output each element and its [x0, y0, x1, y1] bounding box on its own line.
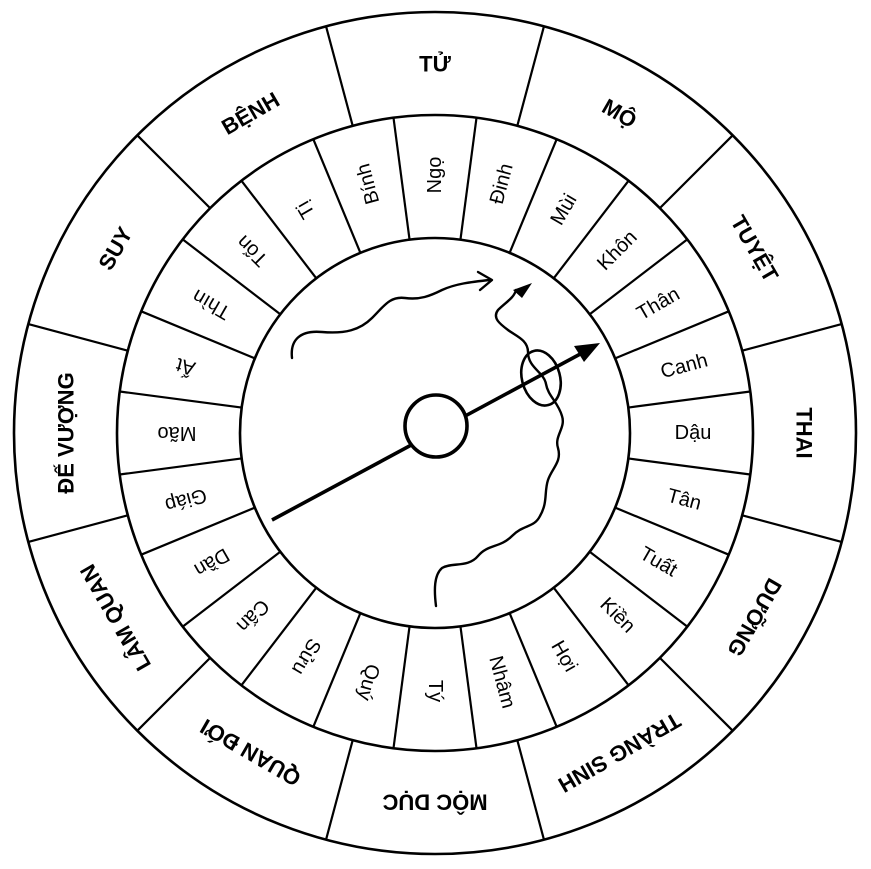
phase-divider [136, 134, 211, 209]
mountain-divider [459, 626, 478, 749]
mountain-divider [240, 180, 318, 279]
mountain-label: Sửu [287, 635, 325, 679]
mountain-divider [508, 138, 558, 254]
mountain-label: Giáp [163, 484, 210, 516]
phase-label: TỬ [419, 52, 451, 77]
mountain-label: Hợi [546, 637, 581, 676]
sector-dividers [28, 26, 842, 840]
mountain-label: Bính [352, 161, 384, 206]
phase-divider [324, 739, 354, 840]
phase-divider [741, 322, 842, 352]
river-flow-line [433, 288, 565, 608]
river-flow-arrow-head [513, 283, 532, 298]
phase-divider [741, 514, 842, 544]
mountain-divider [552, 587, 630, 686]
mountain-label: Dậu [675, 422, 712, 444]
mountain-divider [589, 550, 688, 628]
mountain-label: Kiền [596, 594, 640, 638]
center-hub [403, 393, 469, 459]
mountain-label: Ất [173, 353, 198, 380]
mountain-label: Tị [292, 197, 319, 222]
phase-divider [28, 514, 129, 544]
mountain-divider [459, 117, 478, 240]
mountain-divider [140, 310, 256, 360]
phase-label: QUAN ĐỚI [196, 714, 305, 791]
mountain-label: Mão [158, 422, 197, 444]
phase-label: SUY [93, 222, 137, 274]
mountain-label: Nhâm [484, 654, 519, 711]
mountain-divider [182, 550, 281, 628]
mountain-label: Dần [190, 543, 233, 580]
mountain-divider [182, 238, 281, 316]
mountain-label: Canh [658, 349, 710, 383]
ring-circles [12, 10, 858, 856]
phase-label: MỘC DỤC [382, 790, 487, 815]
mountain-divider [392, 626, 411, 749]
mountain-label: Tốn [233, 231, 273, 271]
phase-divider [516, 26, 546, 127]
mountain-divider [240, 587, 318, 686]
mountain-divider [508, 612, 558, 728]
upper-flow-arrow-head [476, 270, 494, 292]
phase-divider [136, 657, 211, 732]
outer-ring [12, 10, 858, 856]
mountain-label: Cấn [232, 595, 274, 637]
phase-divider [659, 134, 734, 209]
mountain-divider [614, 506, 730, 556]
needle-arrow-head [574, 343, 600, 362]
mountain-divider [140, 506, 256, 556]
phase-label: MỘ [598, 94, 641, 133]
mountain-divider [628, 390, 751, 409]
mountain-label: Tý [424, 680, 446, 702]
mountain-label: Thìn [189, 284, 235, 323]
mountain-label: Quý [353, 662, 384, 703]
mountain-divider [628, 457, 751, 476]
phase-label: BỆNH [217, 87, 283, 140]
phase-divider [28, 322, 129, 352]
mountain-divider [614, 310, 730, 360]
inner-ring [238, 236, 632, 630]
phase-label: TUYỆT [726, 211, 784, 286]
phase-label: THAI [792, 407, 817, 458]
phase-divider [324, 26, 354, 127]
river-loop [519, 349, 563, 407]
middle-ring [115, 113, 755, 753]
mountain-divider [312, 612, 362, 728]
mountain-label: Đinh [486, 161, 518, 206]
phase-label: LÂM QUAN [75, 560, 156, 675]
upper-flow-line [290, 278, 492, 360]
mountain-divider [392, 117, 411, 240]
mountain-label: Khôn [593, 226, 642, 275]
mountain-divider [119, 457, 242, 476]
mountain-label: Mùi [546, 190, 581, 229]
mountain-divider [552, 180, 630, 279]
mountain-divider [589, 238, 688, 316]
center-drawing [271, 270, 600, 608]
mountain-label: Tuất [636, 543, 681, 582]
phase-divider [516, 739, 546, 840]
mountain-label: Ngọ [424, 157, 446, 194]
phase-divider [659, 657, 734, 732]
phase-label: DƯỠNG [722, 574, 787, 661]
mountain-divider [312, 138, 362, 254]
mountain-divider [119, 390, 242, 409]
phase-label: ĐẾ VƯỢNG [54, 372, 79, 493]
mountain-label: Tân [665, 485, 704, 515]
mountain-label: Thân [633, 283, 683, 325]
